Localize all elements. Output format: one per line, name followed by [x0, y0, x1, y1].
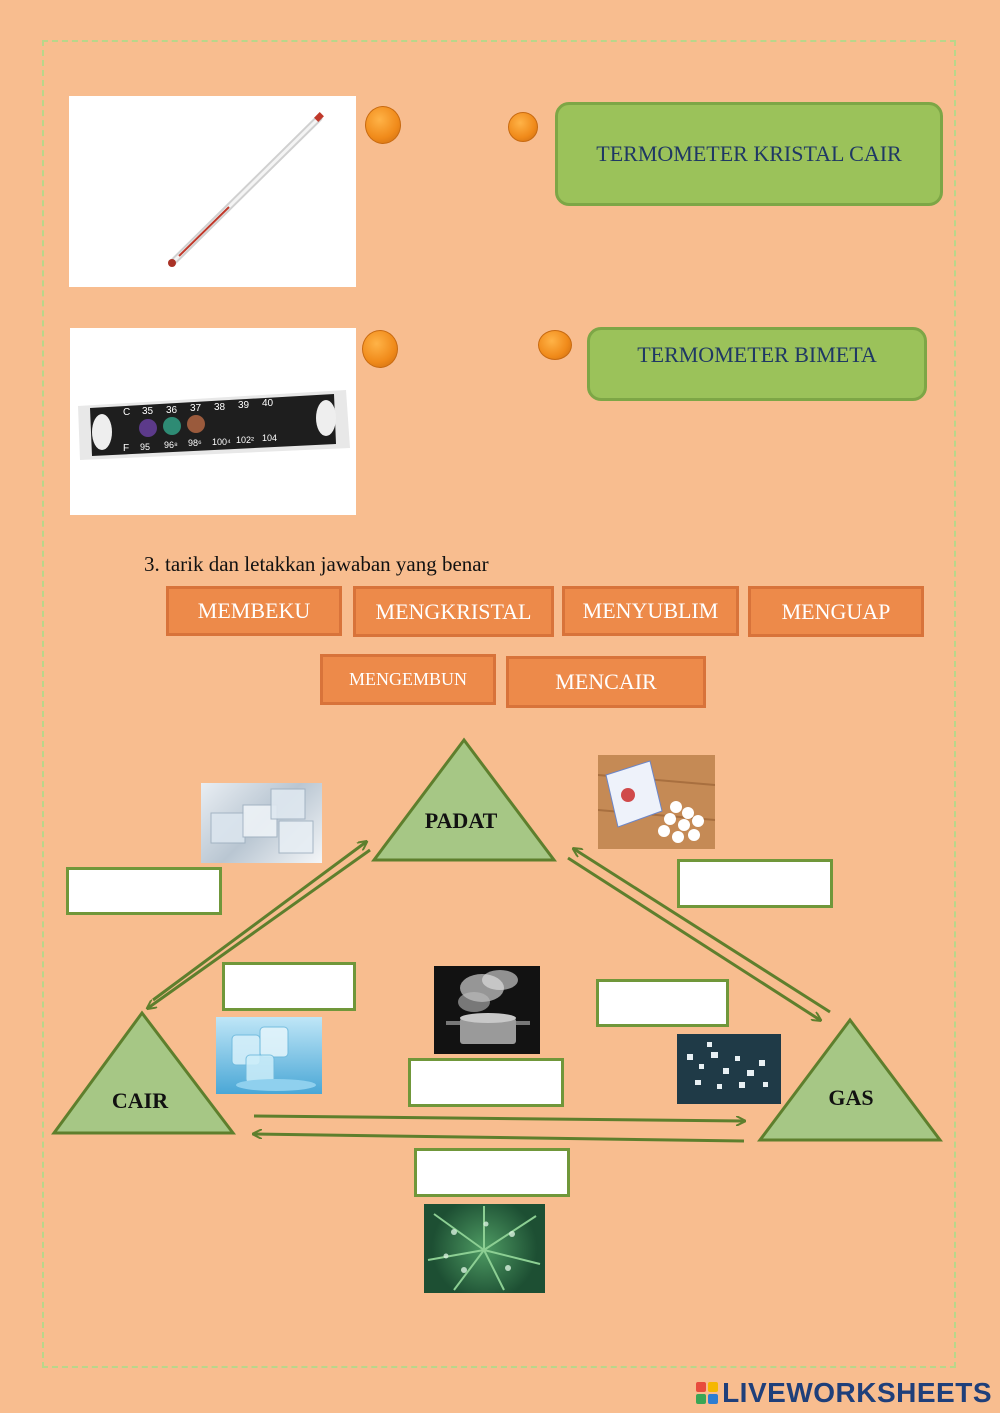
- strip-c-1: 36: [166, 405, 178, 416]
- boiling-pot-image: [434, 966, 540, 1054]
- dew-leaf-image: [424, 1204, 545, 1293]
- drop-zone-sublimation[interactable]: [677, 859, 833, 908]
- strip-f-3: 100⁴: [212, 437, 231, 447]
- liveworksheets-logo: LIVEWORKSHEETS: [696, 1377, 992, 1409]
- liquid-crystal-strip-image: C F 35 36 37 38 39 40 95 96⁸ 98⁶ 100⁴ 10…: [70, 328, 356, 515]
- triangle-cair: [51, 1010, 237, 1135]
- brand-name: LIVEWORKSHEETS: [722, 1377, 992, 1408]
- strip-scale-f: F: [123, 443, 129, 454]
- triangle-gas: [757, 1017, 943, 1142]
- strip-f-0: 95: [140, 442, 150, 452]
- mothballs-image: [598, 755, 715, 849]
- match-dot-right-2[interactable]: [538, 330, 572, 360]
- arrow-padat-to-cair: [148, 848, 371, 1008]
- answer-chip-mencair[interactable]: MENCAIR: [506, 656, 706, 708]
- triangle-padat: [371, 737, 557, 862]
- answer-label: MENCAIR: [555, 669, 657, 694]
- strip-f-5: 104: [262, 433, 277, 443]
- answer-chip-mengembun[interactable]: MENGEMBUN: [320, 654, 496, 705]
- answer-chip-menyublim[interactable]: MENYUBLIM: [562, 586, 739, 636]
- label-box-2[interactable]: TERMOMETER BIMETA: [587, 327, 927, 401]
- match-dot-left-2[interactable]: [362, 330, 398, 368]
- strip-c-2: 37: [190, 403, 202, 414]
- match-dot-left-1[interactable]: [365, 106, 401, 144]
- arrow-cair-to-padat: [152, 842, 366, 1002]
- label-text: TERMOMETER BIMETA: [637, 342, 877, 367]
- drop-zone-deposition[interactable]: [596, 979, 729, 1027]
- answer-chip-menguap[interactable]: MENGUAP: [748, 586, 924, 637]
- clinical-thermometer-image: [69, 96, 356, 287]
- answer-chip-mengkristal[interactable]: MENGKRISTAL: [353, 586, 554, 637]
- logo-icon: [696, 1382, 719, 1404]
- answer-label: MENGUAP: [781, 598, 891, 624]
- answer-label: MEMBEKU: [197, 598, 311, 623]
- strip-c-0: 35: [142, 406, 154, 417]
- arrow-gas-to-cair: [254, 1134, 745, 1143]
- state-label-gas: GAS: [828, 1085, 873, 1110]
- strip-c-3: 38: [214, 402, 226, 413]
- answer-label: MENYUBLIM: [582, 598, 719, 623]
- label-text: TERMOMETER KRISTAL CAIR: [596, 141, 902, 166]
- strip-scale-c: C: [123, 407, 130, 418]
- instruction-text: 3. tarik dan letakkan jawaban yang benar: [144, 552, 489, 576]
- label-box-1[interactable]: TERMOMETER KRISTAL CAIR: [555, 102, 943, 206]
- arrow-cair-to-gas: [253, 1114, 744, 1121]
- drop-zone-evaporation[interactable]: [408, 1058, 564, 1107]
- page-border: [42, 40, 956, 1368]
- melting-ice-image: [216, 1017, 322, 1094]
- strip-f-1: 96⁸: [164, 440, 178, 450]
- drop-zone-freezing[interactable]: [222, 962, 356, 1011]
- strip-f-2: 98⁶: [188, 438, 202, 448]
- match-dot-right-1[interactable]: [508, 112, 538, 142]
- drop-zone-melting[interactable]: [66, 867, 222, 915]
- state-label-cair: CAIR: [112, 1088, 169, 1113]
- answer-label: MENGEMBUN: [348, 669, 467, 689]
- ice-cubes-image: [201, 783, 322, 863]
- answer-label: MENGKRISTAL: [375, 598, 532, 624]
- strip-c-5: 40: [262, 398, 274, 409]
- strip-f-4: 102²: [236, 435, 254, 445]
- strip-c-4: 39: [238, 400, 250, 411]
- salt-crystals-image: [677, 1034, 781, 1104]
- answer-chip-membeku[interactable]: MEMBEKU: [166, 586, 342, 636]
- state-label-padat: PADAT: [425, 808, 498, 833]
- drop-zone-condensation[interactable]: [414, 1148, 570, 1197]
- arrow-gas-to-padat: [574, 849, 831, 1014]
- arrow-padat-to-gas: [567, 856, 820, 1020]
